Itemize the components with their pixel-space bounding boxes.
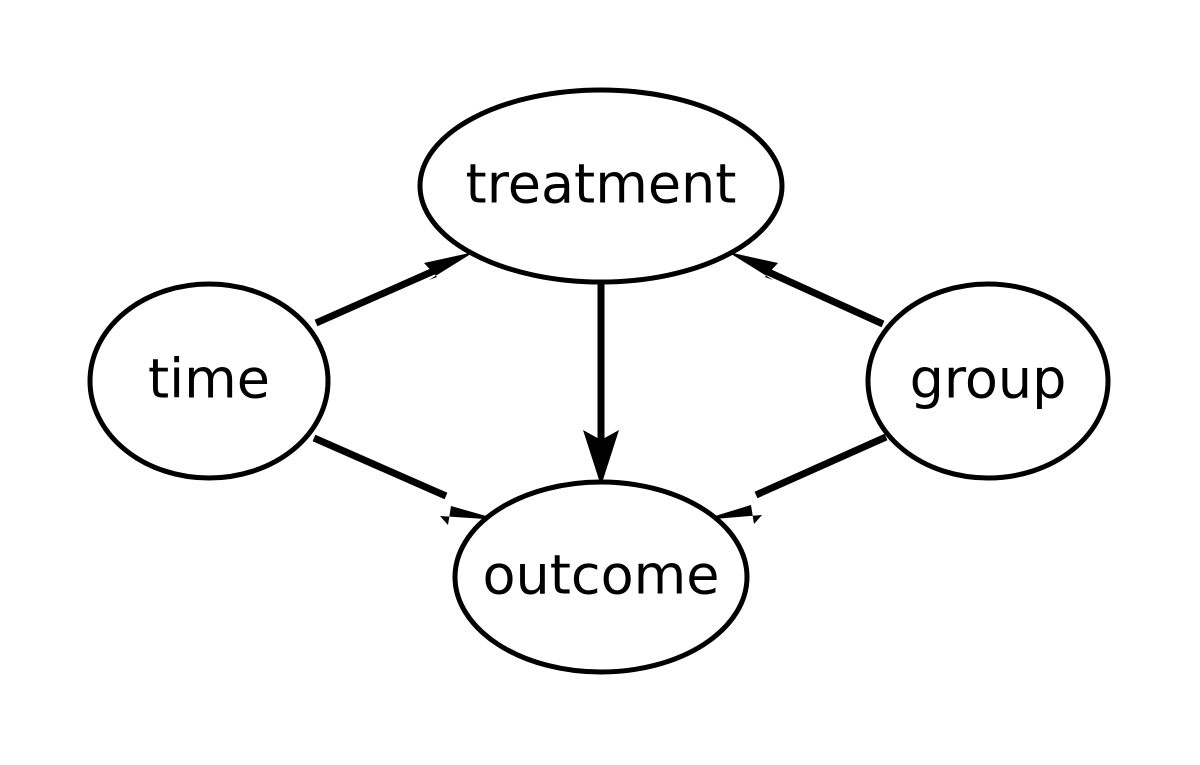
edge-time-to-treatment	[314, 252, 474, 327]
arrowhead-group-outcome	[702, 505, 762, 524]
node-time-label: time	[148, 348, 270, 411]
node-outcome-label: outcome	[483, 544, 720, 607]
node-group-ellipse[interactable]	[865, 281, 1111, 481]
arrowhead-time-treatment	[424, 252, 474, 280]
node-time[interactable]: time	[87, 281, 331, 481]
edge-line-group-treatment	[764, 267, 885, 328]
arrowhead-time-outcome	[440, 506, 500, 525]
node-treatment-ellipse[interactable]	[417, 87, 785, 285]
edge-time-to-outcome	[312, 434, 500, 525]
node-treatment[interactable]: treatment	[417, 87, 785, 285]
edge-line-time-treatment	[314, 266, 438, 327]
arrowhead-group-treatment	[728, 252, 778, 280]
arrowhead-treatment-outcome	[583, 430, 619, 486]
node-time-ellipse[interactable]	[87, 281, 331, 481]
edge-group-to-treatment	[728, 252, 885, 328]
node-group-label: group	[910, 348, 1067, 411]
node-group[interactable]: group	[865, 281, 1111, 481]
node-treatment-label: treatment	[466, 153, 737, 216]
edge-line-group-outcome	[754, 433, 888, 499]
edge-group-to-outcome	[702, 433, 888, 524]
node-outcome[interactable]: outcome	[452, 479, 750, 675]
edge-line-time-outcome	[312, 434, 448, 500]
edge-treatment-to-outcome	[583, 280, 619, 486]
node-outcome-ellipse[interactable]	[452, 479, 750, 675]
